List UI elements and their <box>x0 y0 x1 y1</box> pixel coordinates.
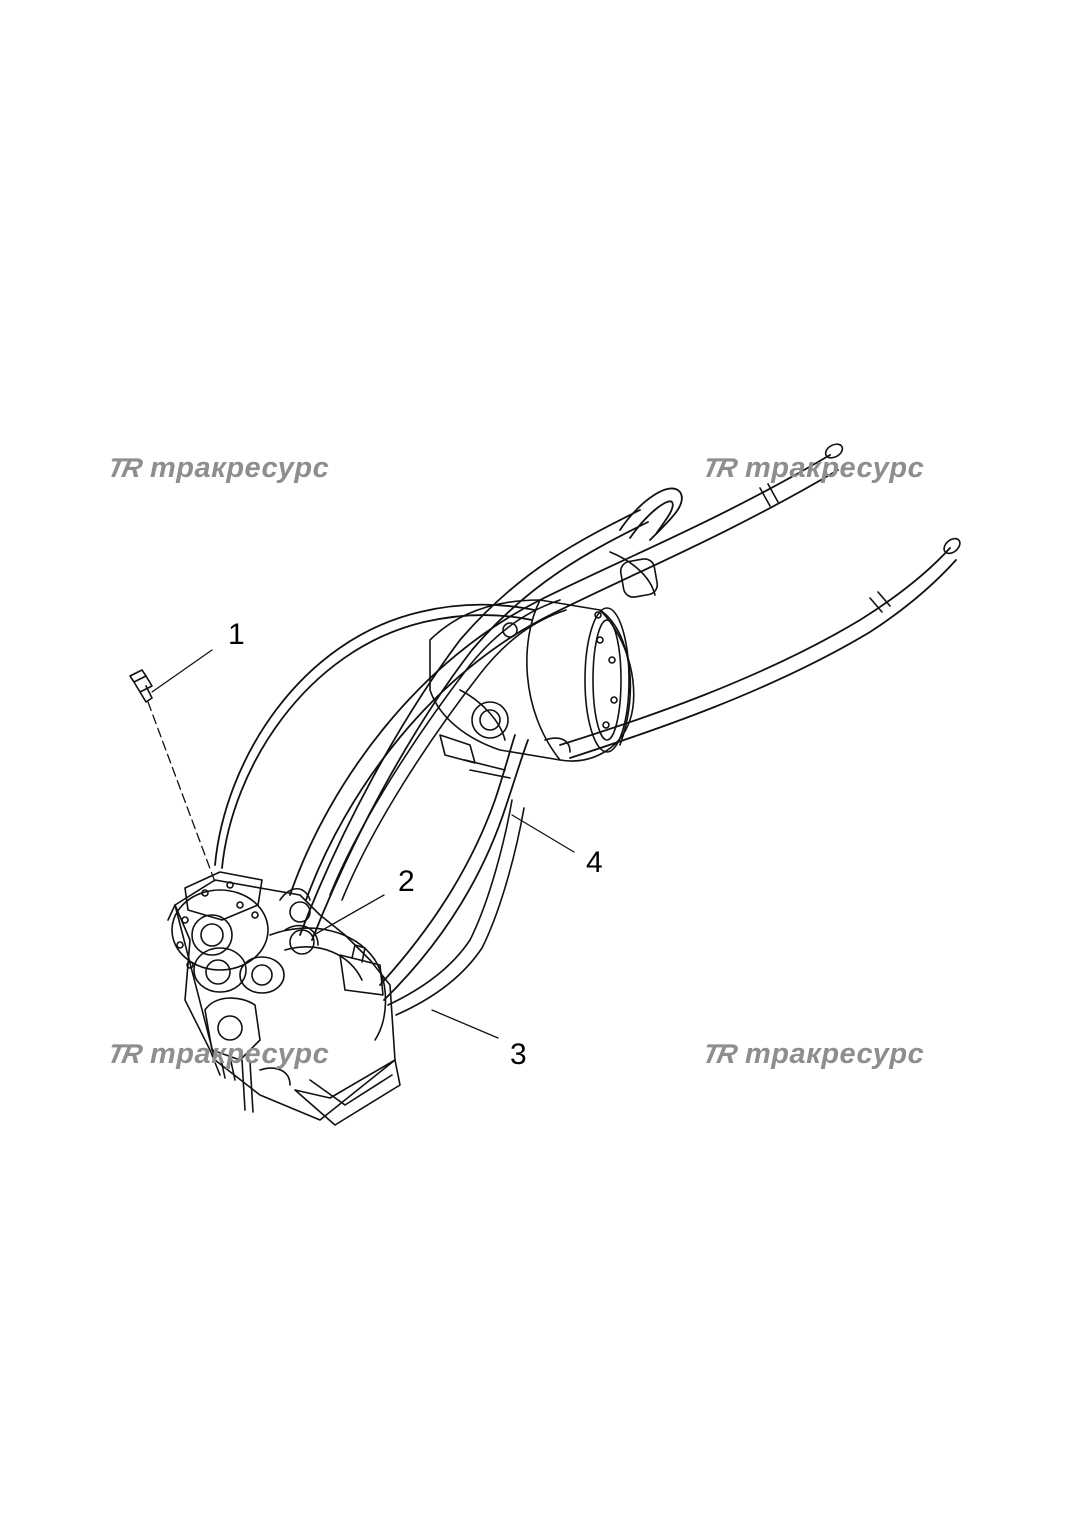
watermark-logo-icon: TR <box>699 1039 739 1069</box>
pump-housing <box>429 599 635 779</box>
hose-lower-3 <box>379 734 529 1016</box>
hose-u-bend <box>609 487 683 598</box>
watermark-text: тракресурс <box>745 1038 925 1070</box>
leader-line-1 <box>151 649 213 693</box>
watermark-logo-icon: TR <box>104 453 144 483</box>
gearbox <box>167 871 401 1126</box>
watermark-logo-icon: TR <box>104 1039 144 1069</box>
leader-line-2 <box>311 894 385 937</box>
hose-upper-left-loop <box>214 603 536 869</box>
leader-line-4 <box>511 814 575 853</box>
fitting-part-1 <box>129 669 216 883</box>
watermark-text: тракресурс <box>745 452 925 484</box>
callout-3: 3 <box>510 1038 527 1071</box>
leader-line-3 <box>431 1009 499 1039</box>
leader-lines <box>151 649 575 1039</box>
callout-1: 1 <box>228 618 245 651</box>
watermark-text: тракресурс <box>150 1038 330 1070</box>
hose-right-long <box>559 537 961 759</box>
callout-2: 2 <box>398 865 415 898</box>
watermark-text: тракресурс <box>150 452 330 484</box>
hose-crossing-diagonal <box>299 509 649 941</box>
watermark-logo-icon: TR <box>699 453 739 483</box>
callout-4: 4 <box>586 846 603 879</box>
